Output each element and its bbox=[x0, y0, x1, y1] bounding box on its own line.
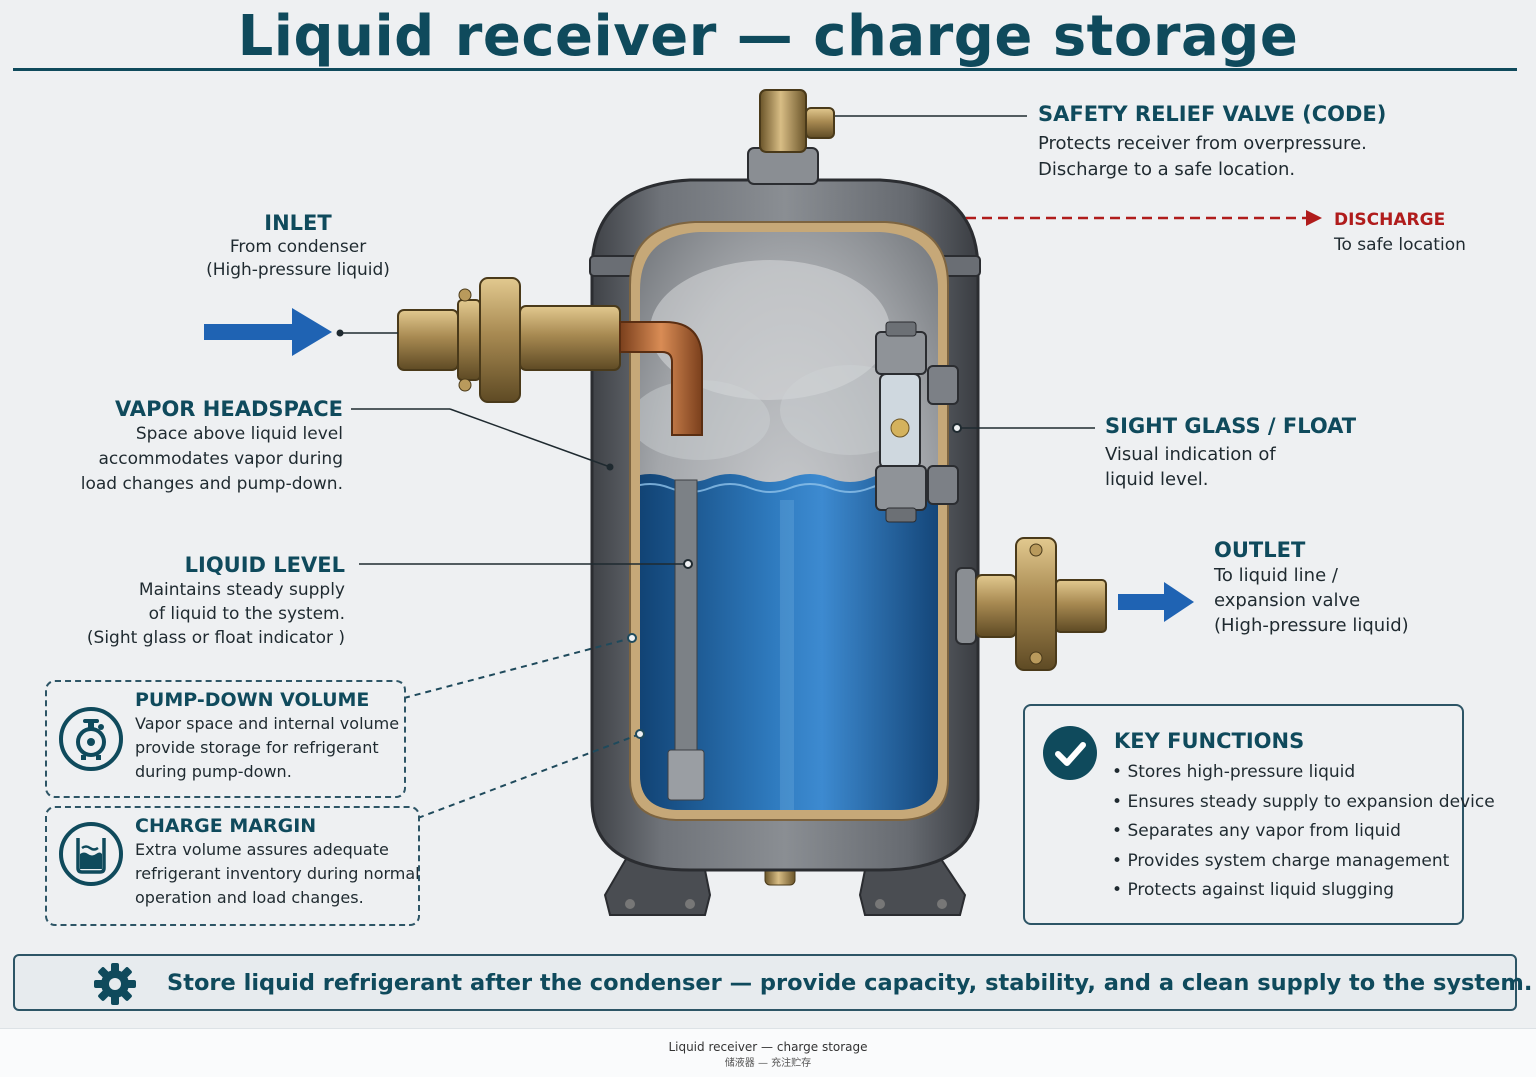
liquid-level-line-2: of liquid to the system. bbox=[148, 604, 345, 624]
caption-bar: Liquid receiver — charge storage 储液器 — 充… bbox=[0, 1028, 1536, 1077]
inlet-label: INLET From condenser (High-pressure liqu… bbox=[168, 210, 428, 282]
charge-margin-callout: CHARGE MARGIN Extra volume assures adequ… bbox=[45, 806, 420, 926]
title-rule bbox=[13, 68, 1517, 71]
check-circle-icon bbox=[1043, 726, 1097, 780]
vapor-headspace-heading: VAPOR HEADSPACE bbox=[114, 397, 343, 421]
inlet-arrow-icon bbox=[204, 308, 332, 356]
safety-valve-line-1: Protects receiver from overpressure. bbox=[1038, 133, 1367, 154]
liquid-level-line-1: Maintains steady supply bbox=[138, 580, 345, 600]
safety-valve-label: SAFETY RELIEF VALVE (CODE) Protects rece… bbox=[1038, 101, 1386, 183]
pump-down-line-3: during pump-down. bbox=[135, 762, 292, 781]
discharge-label: DISCHARGE To safe location bbox=[1334, 207, 1466, 258]
discharge-heading: DISCHARGE bbox=[1334, 210, 1446, 230]
outlet-arrow-icon bbox=[1118, 582, 1194, 622]
pump-gauge-icon bbox=[59, 707, 123, 771]
caption-line-2: 储液器 — 充注贮存 bbox=[724, 1058, 812, 1069]
outlet-line-3: (High-pressure liquid) bbox=[1214, 615, 1409, 636]
summary-banner: Store liquid refrigerant after the conde… bbox=[13, 954, 1532, 1011]
liquid-level-label: LIQUID LEVEL Maintains steady supply of … bbox=[40, 552, 345, 650]
banner-text: Store liquid refrigerant after the conde… bbox=[167, 970, 1533, 996]
outlet-line-1: To liquid line / bbox=[1214, 565, 1338, 586]
key-function-item: Stores high-pressure liquid bbox=[1112, 758, 1495, 788]
sight-glass-line-2: liquid level. bbox=[1105, 469, 1209, 490]
beaker-level-icon bbox=[59, 822, 123, 886]
charge-margin-line-1: Extra volume assures adequate bbox=[135, 840, 389, 859]
charge-margin-line-2: refrigerant inventory during normal bbox=[135, 864, 420, 883]
caption-line-1: Liquid receiver — charge storage bbox=[668, 1040, 868, 1054]
safety-valve-heading: SAFETY RELIEF VALVE (CODE) bbox=[1038, 102, 1387, 126]
charge-margin-heading: CHARGE MARGIN bbox=[135, 815, 317, 837]
pump-down-heading: PUMP-DOWN VOLUME bbox=[135, 689, 370, 711]
vapor-headspace-label: VAPOR HEADSPACE Space above liquid level… bbox=[40, 396, 343, 497]
safety-valve-line-2: Discharge to a safe location. bbox=[1038, 159, 1296, 180]
key-functions-panel: KEY FUNCTIONS Stores high-pressure liqui… bbox=[1023, 704, 1495, 925]
outlet-label: OUTLET To liquid line / expansion valve … bbox=[1214, 537, 1409, 638]
discharge-text: To safe location bbox=[1334, 235, 1466, 255]
inlet-line-2: (High-pressure liquid) bbox=[206, 260, 390, 280]
sight-glass-heading: SIGHT GLASS / FLOAT bbox=[1105, 414, 1357, 438]
gear-icon bbox=[94, 963, 136, 1005]
page-title: Liquid receiver — charge storage bbox=[237, 4, 1299, 69]
liquid-level-heading: LIQUID LEVEL bbox=[184, 553, 345, 577]
vapor-headspace-line-1: Space above liquid level bbox=[135, 424, 343, 444]
outlet-line-2: expansion valve bbox=[1214, 590, 1361, 611]
pump-down-callout: PUMP-DOWN VOLUME Vapor space and interna… bbox=[45, 680, 406, 798]
key-function-item: Protects against liquid slugging bbox=[1112, 876, 1495, 906]
charge-margin-line-3: operation and load changes. bbox=[135, 888, 364, 907]
pump-down-line-1: Vapor space and internal volume bbox=[135, 714, 400, 733]
discharge-arrow-icon bbox=[1306, 210, 1322, 226]
sight-glass-line-1: Visual indication of bbox=[1105, 444, 1276, 465]
key-function-item: Ensures steady supply to expansion devic… bbox=[1112, 788, 1494, 818]
key-function-item: Separates any vapor from liquid bbox=[1112, 817, 1495, 847]
outlet-heading: OUTLET bbox=[1214, 538, 1306, 562]
key-functions-heading: KEY FUNCTIONS bbox=[1114, 729, 1305, 753]
pump-down-line-2: provide storage for refrigerant bbox=[135, 738, 379, 757]
inlet-line-1: From condenser bbox=[229, 237, 367, 257]
key-function-item: Provides system charge management bbox=[1112, 847, 1495, 877]
vapor-headspace-line-3: load changes and pump-down. bbox=[80, 474, 343, 494]
inlet-heading: INLET bbox=[264, 211, 332, 235]
liquid-level-line-3: (Sight glass or float indicator ) bbox=[86, 628, 345, 648]
key-functions-list: Stores high-pressure liquid Ensures stea… bbox=[1112, 758, 1495, 906]
vapor-headspace-line-2: accommodates vapor during bbox=[98, 449, 343, 469]
sight-glass-label: SIGHT GLASS / FLOAT Visual indication of… bbox=[1105, 413, 1356, 492]
